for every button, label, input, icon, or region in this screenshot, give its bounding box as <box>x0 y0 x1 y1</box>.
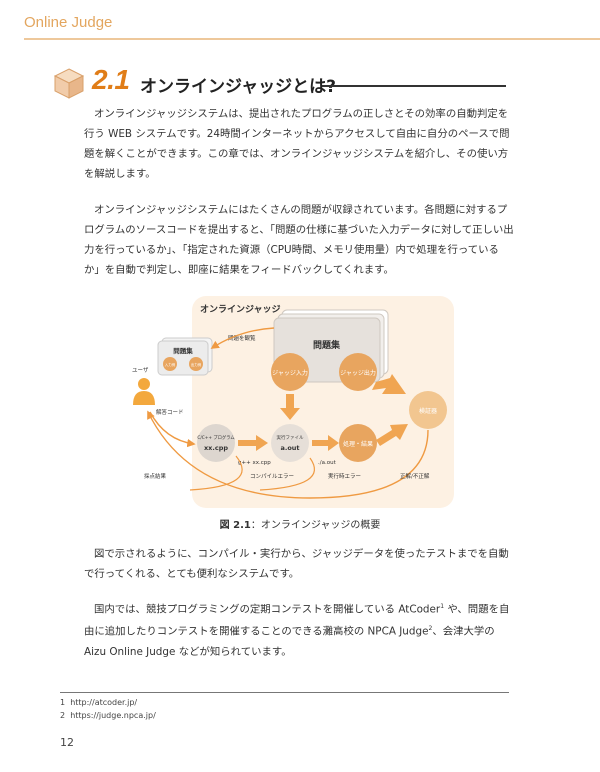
section-title: オンラインジャッジとは? <box>140 77 337 97</box>
input-to-exec-arrow <box>280 394 300 420</box>
running-header: Online Judge <box>24 14 113 31</box>
browse-label: 問題を観覧 <box>228 334 256 342</box>
online-judge-diagram: オンラインジャッジ 問題集 ジャッジ入力 ジャッジ出力 検証器 問題集 入力例 … <box>132 296 454 508</box>
user-icon <box>133 378 155 405</box>
small-output-node <box>189 357 203 371</box>
process-node <box>339 424 377 462</box>
scoring-result-label: 採点結果 <box>144 472 167 480</box>
small-input-node <box>163 357 177 371</box>
solution-label: 解答コード <box>156 408 184 416</box>
footnote-2: 2 https://judge.npca.jp/ <box>60 711 156 720</box>
paragraph-domestic-judges: 国内では、競技プログラミングの定期コンテストを開催している AtCoder1 や… <box>84 597 514 662</box>
runtime-error-label: 実行時エラー <box>328 472 361 480</box>
output-to-checker-arrow <box>372 374 406 394</box>
footnote-2-url[interactable]: https://judge.npca.jp/ <box>70 711 156 720</box>
paragraph-problems: オンラインジャッジシステムにはたくさんの問題が収録されています。各問題に対するプ… <box>84 204 514 276</box>
judge-output-node <box>339 353 377 391</box>
exec-to-process-arrow <box>312 435 339 451</box>
footnote-2-num: 2 <box>60 711 66 720</box>
user-label: ユーザ <box>132 367 149 374</box>
header-rule <box>24 38 600 40</box>
footnote-rule <box>60 692 509 693</box>
paragraph4-part1: 国内では、競技プログラミングの定期コンテストを開催している AtCoder <box>94 603 441 616</box>
figure-caption-text: オンラインジャッジの概要 <box>260 520 381 531</box>
footnote-1-url[interactable]: http://atcoder.jp/ <box>70 698 138 707</box>
process-label: 処理・結果 <box>343 440 373 448</box>
diagram-title: オンラインジャッジ <box>200 304 281 315</box>
small-output-label: 出力例 <box>191 362 202 367</box>
run-cmd: ./a.out <box>318 460 337 466</box>
source-to-exec-arrow <box>238 435 268 451</box>
judge-input-node <box>271 353 309 391</box>
footnote-ref-2[interactable]: 2 <box>428 625 433 633</box>
footnote-1-num: 1 <box>60 698 66 707</box>
source-node <box>197 424 235 462</box>
verdict-label: 正解/不正解 <box>400 472 430 480</box>
compile-error-label: コンパイルエラー <box>250 473 294 480</box>
figure-label: 図 2.1 <box>219 520 251 531</box>
executable-caption: 実行ファイル <box>277 434 304 441</box>
paragraph4-part3: 、会津大学の Aizu Online Judge などが知られています。 <box>84 625 495 658</box>
result-arrow <box>147 410 429 499</box>
checker-label: 検証器 <box>419 407 437 415</box>
section-title-rule <box>322 85 506 87</box>
judge-output-label: ジャッジ出力 <box>340 369 376 377</box>
figure-separator: ： <box>250 520 261 531</box>
paragraph4-part2: や、問題を自由に追加したりコンテストを開催することのできる灘高校の NPCA J… <box>84 603 510 638</box>
cube-icon <box>53 68 85 99</box>
footnote-1: 1 http://atcoder.jp/ <box>60 698 137 707</box>
footnote-ref-1[interactable]: 1 <box>440 603 445 610</box>
paragraph-intro: オンラインジャッジシステムは、提出されたプログラムの正しさとその効率の自動判定を… <box>84 108 510 180</box>
compile-cmd: g++ xx.cpp <box>238 460 271 466</box>
section-number: 2.1 <box>92 64 130 95</box>
source-file: xx.cpp <box>204 444 228 452</box>
small-input-label: 入力例 <box>165 362 176 367</box>
problem-set-label: 問題集 <box>313 339 341 351</box>
browse-arrow <box>210 327 275 349</box>
page-number: 12 <box>60 736 74 749</box>
process-to-checker-arrow <box>376 424 408 446</box>
executable-node <box>271 424 309 462</box>
executable-file: a.out <box>280 444 299 452</box>
paragraph-figure-summary: 図で示されるように、コンパイル・実行から、ジャッジデータを使ったテストまでを自動… <box>84 548 509 580</box>
checker-node <box>409 391 447 429</box>
judge-input-label: ジャッジ入力 <box>272 369 308 377</box>
compile-error-arrow <box>189 455 243 491</box>
runtime-error-arrow <box>259 457 315 491</box>
source-caption: C/C++ プログラム <box>197 434 235 441</box>
figure-caption: 図 2.1：オンラインジャッジの概要 <box>0 516 600 531</box>
small-problem-set-label: 問題集 <box>173 346 193 355</box>
